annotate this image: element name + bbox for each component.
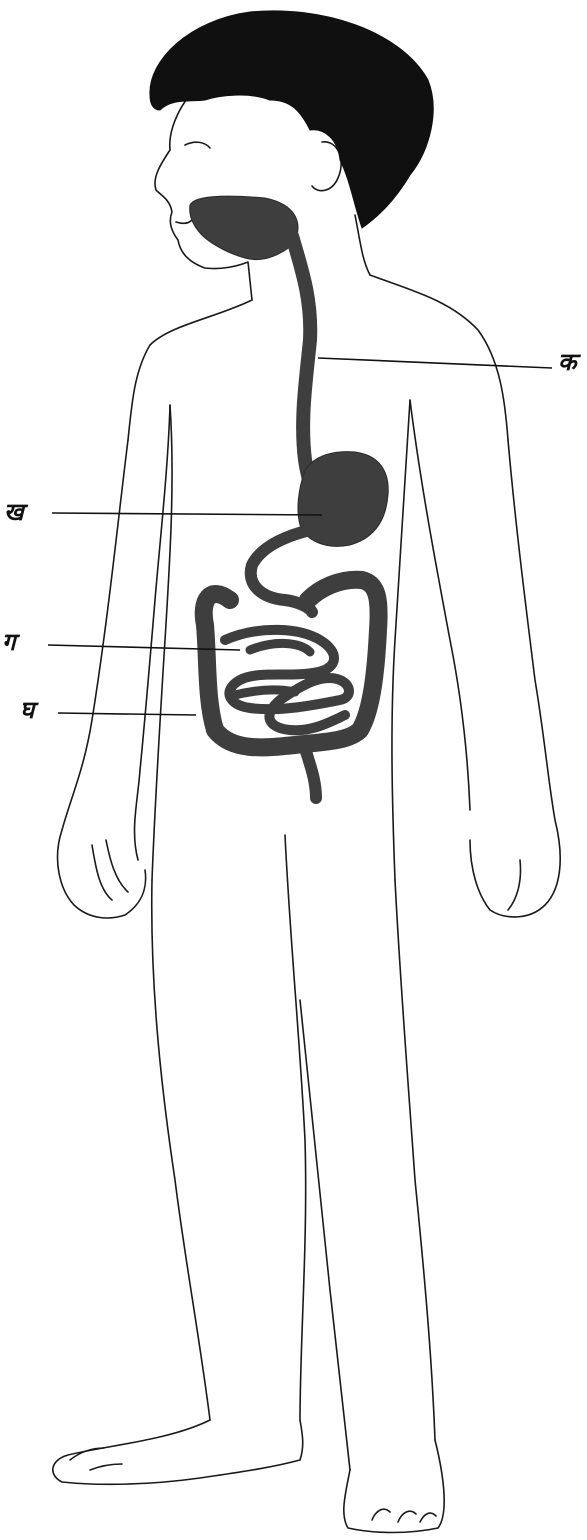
- label-ga: ग: [2, 630, 16, 654]
- label-kha: ख: [4, 500, 24, 524]
- label-ka: क: [558, 350, 576, 374]
- digestive-tract: [190, 196, 389, 798]
- rectum: [305, 748, 316, 798]
- hair: [150, 11, 433, 228]
- leader-line-kha: [52, 513, 322, 515]
- mouth-cavity: [190, 196, 298, 259]
- leader-line-gha: [58, 713, 196, 715]
- label-gha: घ: [20, 698, 34, 722]
- leader-line-ka: [318, 358, 552, 368]
